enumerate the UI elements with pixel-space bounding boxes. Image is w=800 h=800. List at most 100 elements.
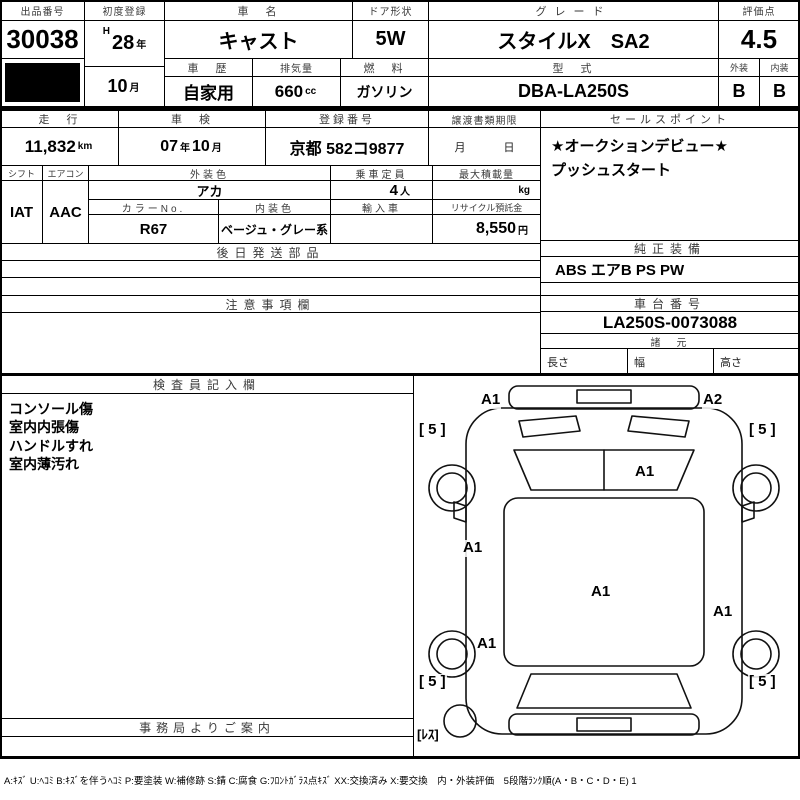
later-shipping-row-2 bbox=[0, 277, 541, 296]
length-label: 長さ bbox=[547, 357, 569, 369]
car-outline-drawing bbox=[428, 385, 780, 738]
equipment-empty-row bbox=[540, 282, 800, 296]
damage-mark-windshield: A1 bbox=[634, 463, 656, 481]
aircon-label: エアコン bbox=[42, 165, 89, 181]
capacity-unit: 人 bbox=[400, 186, 410, 198]
model-code-value: DBA-LA250S bbox=[428, 76, 719, 107]
inspection-month: 10 bbox=[192, 137, 210, 155]
damage-mark-center: A1 bbox=[590, 583, 612, 601]
transfer-day-unit: 日 bbox=[503, 141, 515, 154]
inspector-note-3: ハンドルすれ bbox=[9, 437, 93, 454]
width-cell: 幅 bbox=[627, 348, 714, 376]
displacement-label: 排気量 bbox=[252, 58, 341, 77]
mileage-value: 11,832 bbox=[24, 136, 76, 156]
aircon-value: AAC bbox=[42, 180, 89, 244]
sales-point-line1: ★オークションデビュー★ bbox=[551, 138, 728, 155]
sales-points-label: セールスポイント bbox=[540, 110, 800, 128]
first-reg-era: H bbox=[102, 26, 110, 37]
thick-separator-top bbox=[0, 106, 800, 111]
door-shape-label: ドア形状 bbox=[352, 0, 429, 21]
color-no-value: R67 bbox=[88, 214, 219, 244]
inspection-label: 車 検 bbox=[118, 110, 266, 128]
capacity-label: 乗車定員 bbox=[330, 165, 433, 181]
caution-label: 注意事項欄 bbox=[0, 295, 541, 313]
height-label: 高さ bbox=[720, 357, 742, 369]
mileage-unit: km bbox=[77, 141, 93, 152]
damage-mark-front-right: A2 bbox=[702, 391, 724, 409]
spare-tire-none-mark: [ﾚｽ] bbox=[416, 727, 440, 743]
recycle-deposit-unit: 円 bbox=[518, 225, 528, 237]
inspection-month-unit: 月 bbox=[211, 143, 222, 154]
damage-mark-left-rear: A1 bbox=[476, 635, 498, 653]
inspector-area-label: 検査員記入欄 bbox=[0, 375, 414, 394]
recycle-deposit-value: 8,550 bbox=[475, 220, 516, 237]
model-code-label: 型 式 bbox=[428, 58, 719, 77]
door-shape-value: 5W bbox=[352, 20, 429, 59]
tire-depth-rear-left: [ 5 ] bbox=[418, 673, 447, 691]
displacement-value-cell: 660 cc bbox=[252, 76, 341, 107]
inspection-year-unit: 年 bbox=[180, 143, 190, 154]
car-name-value: キャスト bbox=[164, 20, 353, 59]
score-label: 評価点 bbox=[718, 0, 800, 21]
length-cell: 長さ bbox=[540, 348, 628, 376]
first-reg-year: 28 bbox=[111, 32, 135, 54]
damage-mark-right-rear: A1 bbox=[712, 603, 734, 621]
first-reg-month-cell: 10 月 bbox=[84, 66, 165, 107]
damage-mark-left-door: A1 bbox=[462, 539, 484, 557]
transfer-deadline-label: 譲渡書類期限 bbox=[428, 110, 541, 128]
genuine-equipment-value: ABS エアB PS PW bbox=[540, 256, 800, 283]
office-info-label: 事務局よりご案内 bbox=[0, 718, 414, 737]
width-label: 幅 bbox=[634, 357, 645, 369]
displacement-unit: cc bbox=[305, 86, 317, 97]
recycle-deposit-value-cell: 8,550 円 bbox=[432, 214, 541, 244]
import-car-label: 輸入車 bbox=[330, 199, 433, 215]
thick-separator-mid bbox=[0, 373, 800, 376]
redacted-cell bbox=[0, 58, 85, 107]
capacity-value-cell: 4 人 bbox=[330, 180, 433, 200]
first-reg-month-unit: 月 bbox=[129, 83, 140, 94]
interior-grade-value: B bbox=[759, 76, 800, 107]
later-shipping-label: 後日発送部品 bbox=[0, 243, 541, 261]
exterior-color-value: アカ bbox=[88, 180, 331, 200]
car-damage-diagram: A1 A2 [ 5 ] [ 5 ] A1 A1 A1 A1 A1 [ 5 ] [… bbox=[413, 375, 800, 759]
recycle-deposit-label: リサイクル預託金 bbox=[432, 199, 541, 215]
payload-value-cell: kg bbox=[432, 180, 541, 200]
fuel-label: 燃 料 bbox=[340, 58, 429, 77]
payload-unit: kg bbox=[518, 184, 530, 196]
first-reg-year-unit: 年 bbox=[136, 40, 147, 51]
first-reg-label: 初度登録 bbox=[84, 0, 165, 21]
exhibit-no-label: 出品番号 bbox=[0, 0, 85, 21]
grade-label: グレード bbox=[428, 0, 719, 21]
bottom-border-line bbox=[0, 756, 800, 758]
capacity-value: 4 bbox=[389, 181, 398, 199]
payload-label: 最大積載量 bbox=[432, 165, 541, 181]
mileage-label: 走 行 bbox=[0, 110, 119, 128]
chassis-no-label: 車台番号 bbox=[540, 295, 800, 312]
inspection-year: 07 bbox=[160, 137, 178, 155]
damage-mark-front-left: A1 bbox=[480, 391, 502, 409]
color-no-label: カラーNo. bbox=[88, 199, 219, 215]
tire-depth-front-right: [ 5 ] bbox=[748, 421, 777, 439]
exterior-color-label: 外装色 bbox=[88, 165, 331, 181]
mileage-value-cell: 11,832 km bbox=[0, 127, 119, 166]
later-shipping-row-1 bbox=[0, 260, 541, 278]
sales-points-cell: ★オークションデビュー★ プッシュスタート bbox=[540, 127, 800, 241]
grade-value: スタイルX SA2 bbox=[428, 20, 719, 59]
inspector-notes-area: コンソール傷 室内内張傷 ハンドルすれ 室内薄汚れ bbox=[0, 393, 414, 719]
genuine-equipment-label: 純正装備 bbox=[540, 240, 800, 257]
interior-color-label: 内装色 bbox=[218, 199, 331, 215]
specs-label: 諸 元 bbox=[540, 333, 800, 349]
score-value: 4.5 bbox=[718, 20, 800, 59]
tire-depth-rear-right: [ 5 ] bbox=[748, 673, 777, 691]
inspector-note-1: コンソール傷 bbox=[9, 401, 93, 417]
history-label: 車 歴 bbox=[164, 58, 253, 77]
first-reg-month: 10 bbox=[107, 76, 128, 96]
car-name-label: 車 名 bbox=[164, 0, 353, 21]
fuel-value: ガソリン bbox=[340, 76, 429, 107]
caution-area bbox=[0, 312, 541, 376]
inspection-value-cell: 07 年 10 月 bbox=[118, 127, 266, 166]
inspector-note-4: 室内薄汚れ bbox=[9, 456, 79, 473]
chassis-no-value: LA250S-0073088 bbox=[540, 311, 800, 334]
redacted-block bbox=[5, 63, 80, 102]
